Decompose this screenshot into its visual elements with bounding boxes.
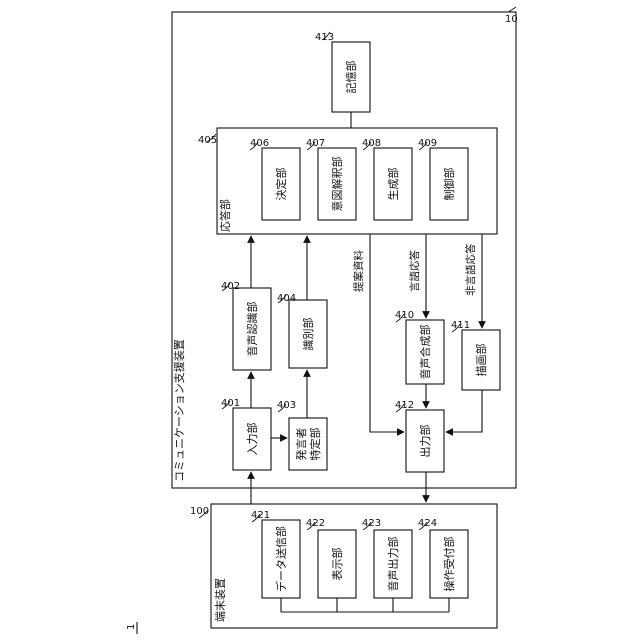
operation-reception-label: 操作受付部 xyxy=(442,537,456,592)
edge-label-nonverbal-response: 非言語応答 xyxy=(464,243,477,296)
edge-label-verbal-response: 言語応答 xyxy=(408,250,421,292)
edge-label-proposal-material: 提案資料 xyxy=(352,250,365,292)
response-unit-ref: 405 xyxy=(198,135,217,146)
generation-label: 生成部 xyxy=(386,168,400,201)
generation-ref: 408 xyxy=(362,138,381,149)
drawing-label: 描画部 xyxy=(474,344,488,377)
drawing-ref: 411 xyxy=(451,320,470,331)
control-label: 制御部 xyxy=(442,168,456,201)
audio-output-ref: 423 xyxy=(362,518,381,529)
intent-interpretation-ref: 407 xyxy=(306,138,325,149)
storage-label: 記憶部 xyxy=(344,61,358,94)
system-ref: 1 xyxy=(126,624,137,630)
data-transmission-label: データ送信部 xyxy=(274,526,288,592)
output-ref: 412 xyxy=(395,400,414,411)
device-ref-curl xyxy=(508,7,516,12)
terminal-ref: 100 xyxy=(190,506,209,517)
speaker-identification-label-1: 発言者 xyxy=(294,428,308,461)
output-label: 出力部 xyxy=(418,425,432,458)
intent-interpretation-label: 意図解釈部 xyxy=(330,157,344,212)
control-ref: 409 xyxy=(418,138,437,149)
speech-recognition-label: 音声認識部 xyxy=(245,302,259,357)
identification-label: 識別部 xyxy=(301,318,315,351)
audio-output-label: 音声出力部 xyxy=(386,537,400,592)
speaker-identification-ref: 403 xyxy=(277,400,296,411)
operation-reception-ref: 424 xyxy=(418,518,437,529)
decision-ref: 406 xyxy=(250,138,269,149)
terminal-title: 端末装置 xyxy=(213,578,227,622)
device-title: コミュニケーション支援装置 xyxy=(172,339,186,482)
input-label: 入力部 xyxy=(245,423,259,456)
speech-synthesis-label: 音声合成部 xyxy=(418,325,432,380)
decision-label: 決定部 xyxy=(274,168,288,201)
input-ref: 401 xyxy=(221,398,240,409)
data-transmission-ref: 421 xyxy=(251,510,270,521)
device-ref: 10 xyxy=(505,14,518,25)
display-label: 表示部 xyxy=(330,548,344,581)
response-unit-label: 応答部 xyxy=(218,199,232,232)
speaker-identification-label-2: 特定部 xyxy=(308,428,322,461)
display-ref: 422 xyxy=(306,518,325,529)
speech-recognition-ref: 402 xyxy=(221,281,240,292)
speech-synthesis-ref: 410 xyxy=(395,310,414,321)
identification-ref: 404 xyxy=(277,293,296,304)
storage-ref: 413 xyxy=(315,32,334,43)
